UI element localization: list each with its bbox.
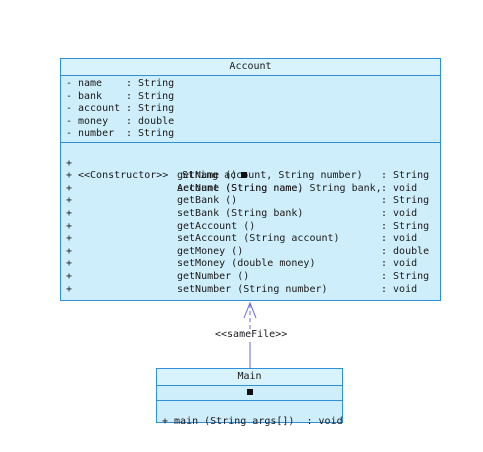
method-return-type: : void (381, 182, 418, 194)
method-visibility: + (66, 270, 73, 282)
method-signature: getName () (177, 170, 238, 182)
attribute-visibility: - (66, 103, 73, 115)
method-signature-wrap: getNumber () (177, 271, 249, 284)
method-signature-wrap: setAccount (String account) (177, 233, 340, 246)
main-attributes-section (157, 386, 342, 401)
main-class-title: Main (157, 369, 342, 386)
account-class-box[interactable]: Account -name: String-bank: String-accou… (60, 58, 441, 301)
method-row[interactable]: + setMoney (double money) : void (61, 258, 440, 271)
attribute-type: : String (126, 90, 175, 102)
main-class-marker-icon (246, 389, 253, 395)
method-signature-wrap: setName (String name) (177, 183, 303, 196)
constructor-stereotype: <<Constructor>> (78, 170, 169, 182)
method-visibility: + (66, 207, 73, 219)
method-signature-wrap: getMoney () (177, 246, 243, 259)
method-signature-wrap: setMoney (double money) (177, 258, 315, 271)
method-visibility: + (66, 182, 73, 194)
constructor-row[interactable]: + <<Constructor>> Account (String name, … (61, 145, 440, 194)
method-signature-wrap: setBank (String bank) (177, 208, 303, 221)
method-signature: getNumber () (177, 270, 250, 282)
main-class-box[interactable]: Main + main (String args[]) : void (156, 368, 343, 427)
method-visibility: + (66, 258, 73, 270)
constructor-row-continued: String account, String number) (61, 158, 440, 181)
attribute-visibility: - (66, 115, 73, 127)
method-signature-wrap: setNumber (String number) (177, 284, 328, 297)
attribute-name: bank (78, 90, 103, 102)
method-return-type: : void (381, 258, 418, 270)
method-signature-wrap: getName () (177, 170, 248, 183)
method-return-type: : String (381, 270, 430, 282)
attribute-row-money[interactable]: -money : double (61, 116, 440, 129)
method-signature: getAccount () (177, 220, 256, 232)
attribute-row-number[interactable]: -number : String (61, 128, 440, 141)
method-visibility: + (66, 195, 73, 207)
attribute-type: : String (126, 78, 175, 89)
method-signature: setNumber (String number) (177, 283, 328, 295)
attribute-type: : double (126, 115, 175, 127)
method-row[interactable]: + getNumber () : String (61, 271, 440, 284)
attribute-visibility: - (66, 90, 73, 102)
attribute-name: account (78, 103, 121, 115)
attribute-visibility: - (66, 78, 73, 89)
method-return-type: : void (381, 233, 418, 245)
account-method-list: + getName () : String + setName (String name… (61, 170, 440, 296)
main-operations-section: + main (String args[]) : void (157, 401, 343, 427)
attribute-name: number (78, 128, 115, 140)
method-visibility: + (66, 245, 73, 257)
method-signature: setBank (String bank) (177, 207, 304, 219)
method-visibility: + (66, 283, 73, 295)
method-signature: setName (String name) (177, 182, 304, 194)
attribute-type: : String (126, 128, 175, 140)
method-signature: setAccount (String account) (177, 233, 340, 245)
attribute-name: name (78, 78, 103, 89)
method-signature: setMoney (double money) (177, 258, 316, 270)
attribute-row-account[interactable]: -account : String (61, 103, 440, 116)
method-marker-icon (241, 172, 248, 179)
account-attributes-section: -name: String-bank: String-account: Stri… (61, 76, 440, 143)
attribute-name: money (78, 115, 109, 127)
constructor-signature-line1: Account (String name, String bank, (177, 182, 382, 194)
method-signature-wrap: getAccount () (177, 221, 255, 234)
account-operations-section: + <<Constructor>> Account (String name, … (61, 143, 440, 298)
method-signature: getMoney () (177, 245, 244, 257)
method-return-type: : void (381, 207, 418, 219)
attribute-type: : String (126, 103, 175, 115)
method-row[interactable]: + getName () : String (61, 170, 440, 183)
constructor-signature-line2: String account, String number) (182, 170, 363, 182)
attribute-row-name[interactable]: -name : String (61, 78, 440, 91)
method-return-type: : String (381, 195, 430, 207)
main-method-row[interactable]: + main (String args[]) : void (157, 403, 343, 427)
method-signature: getBank () (177, 195, 238, 207)
method-visibility: + (66, 233, 73, 245)
method-visibility: + (66, 170, 73, 182)
method-row[interactable]: + setNumber (String number) : void (61, 284, 440, 297)
method-row[interactable]: + setBank (String bank) : void (61, 208, 440, 221)
attribute-visibility: - (66, 128, 73, 140)
method-return-type: : double (381, 245, 430, 257)
main-method-signature: + main (String args[]) : void (162, 415, 343, 427)
method-row[interactable]: + setAccount (String account) : void (61, 233, 440, 246)
method-return-type: : void (381, 283, 418, 295)
constructor-visibility: + (66, 157, 73, 169)
method-row[interactable]: + setName (String name) : void (61, 183, 440, 196)
method-row[interactable]: + getAccount () : String (61, 221, 440, 234)
account-class-title: Account (61, 59, 440, 76)
method-signature-wrap: getBank () (177, 195, 237, 208)
method-row[interactable]: + getMoney () : double (61, 246, 440, 259)
method-return-type: : String (381, 170, 430, 182)
method-row[interactable]: + getBank () : String (61, 195, 440, 208)
method-visibility: + (66, 220, 73, 232)
samefile-stereotype-label: <<sameFile>> (214, 329, 289, 340)
dependency-arrowhead-icon (243, 301, 257, 319)
method-return-type: : String (381, 220, 430, 232)
attribute-row-bank[interactable]: -bank : String (61, 91, 440, 104)
